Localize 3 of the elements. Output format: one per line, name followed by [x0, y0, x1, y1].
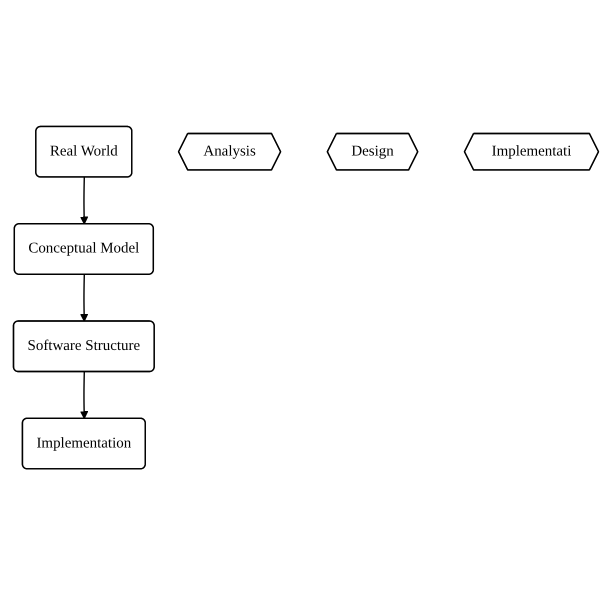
arrow: [80, 275, 88, 322]
arrow: [80, 178, 88, 225]
arrow: [80, 372, 88, 420]
